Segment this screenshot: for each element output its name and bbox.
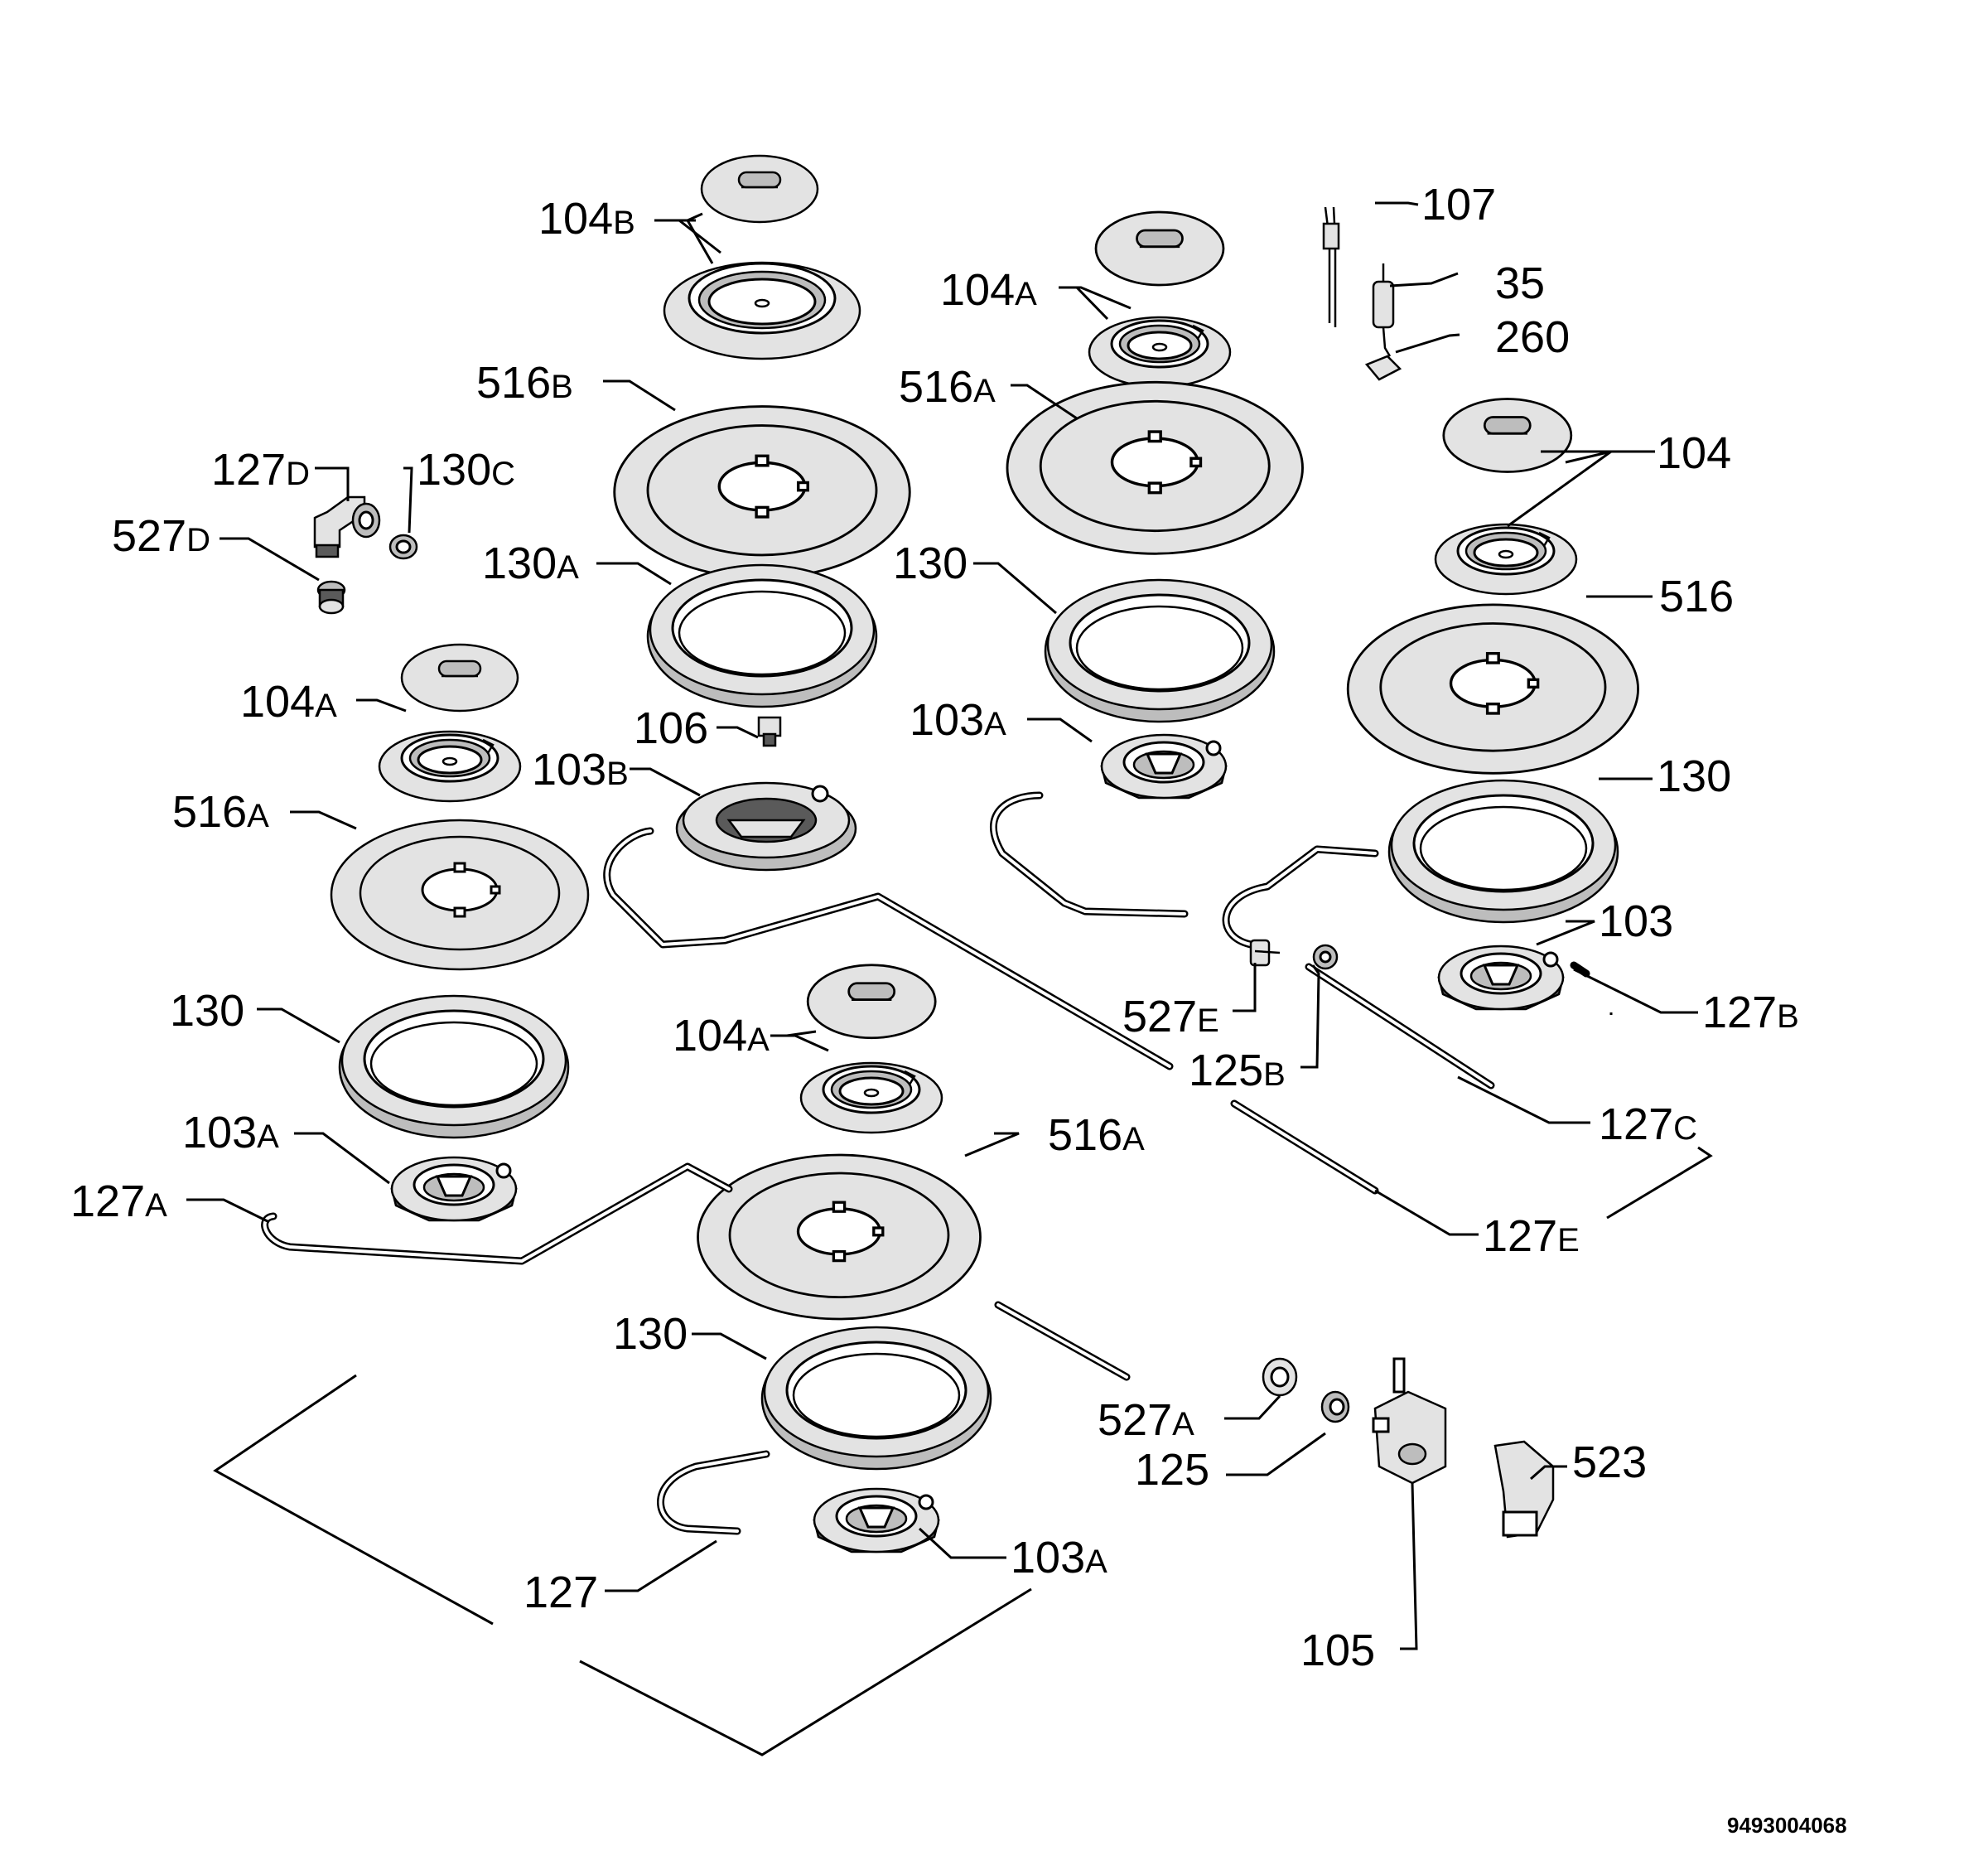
label-130-front: 130 xyxy=(613,1309,688,1359)
spillage-tray-516b xyxy=(613,404,911,580)
seal-ring-130a xyxy=(646,563,878,708)
label-105: 105 xyxy=(1300,1626,1375,1675)
gas-tube-127a xyxy=(261,1162,733,1265)
label-516a-top: 516A xyxy=(899,362,996,412)
label-130a: 130A xyxy=(482,539,579,588)
spillage-tray-516a-front xyxy=(696,1153,982,1321)
label-104a-front: 104A xyxy=(673,1011,770,1061)
label-523: 523 xyxy=(1572,1437,1647,1487)
label-125b: 125B xyxy=(1189,1046,1286,1095)
group-bracket-right xyxy=(1606,1146,1713,1220)
burner-body-103b xyxy=(675,781,857,872)
label-103a-front: 103A xyxy=(1011,1533,1107,1582)
label-527a: 527A xyxy=(1098,1395,1194,1445)
label-35: 35 xyxy=(1495,258,1545,308)
seal-ring-130-front xyxy=(760,1326,992,1471)
nut-527a xyxy=(1262,1357,1298,1397)
label-103b: 103B xyxy=(532,745,629,795)
gas-tube-127e xyxy=(603,827,1379,1195)
label-104a-left: 104A xyxy=(240,677,337,727)
gas-tube-127b xyxy=(989,791,1590,978)
burner-crown-104 xyxy=(1434,523,1578,596)
burner-body-103 xyxy=(1437,945,1565,1011)
burner-cap-104 xyxy=(1442,398,1573,473)
label-103a-mid: 103A xyxy=(910,695,1006,745)
leader-lines xyxy=(186,201,1698,1650)
label-527e: 527E xyxy=(1122,992,1219,1041)
burner-cap-left xyxy=(400,643,519,713)
spillage-tray-516 xyxy=(1346,603,1640,775)
fitting-527e xyxy=(1249,939,1281,967)
label-127e: 127E xyxy=(1483,1211,1580,1261)
label-104b: 104B xyxy=(538,194,635,244)
burner-body-103a-mid xyxy=(1100,733,1228,800)
thermocouple-107 xyxy=(1322,206,1340,327)
label-107: 107 xyxy=(1421,180,1496,230)
label-104: 104 xyxy=(1657,428,1731,478)
burner-cap-104b xyxy=(700,154,819,224)
label-130-right: 130 xyxy=(1657,751,1731,801)
label-516: 516 xyxy=(1659,572,1734,621)
spillage-tray-left xyxy=(330,819,590,971)
part-labels: 104B 104A 107 35 260 516B 516A 127D 130C… xyxy=(70,180,1847,1838)
label-106: 106 xyxy=(634,703,708,753)
label-127d: 127D xyxy=(211,445,310,495)
gas-tube-127c xyxy=(1305,963,1495,1090)
label-127b: 127B xyxy=(1702,988,1799,1037)
label-125: 125 xyxy=(1135,1445,1209,1495)
seal-ring-130-right xyxy=(1387,779,1619,924)
burner-body-103a-front xyxy=(813,1487,940,1553)
elbow-fitting-127d xyxy=(313,495,381,558)
label-130c: 130C xyxy=(417,445,515,495)
label-127: 127 xyxy=(524,1568,598,1617)
fitting-527d xyxy=(316,580,346,615)
burner-body-left xyxy=(390,1156,518,1222)
gas-tube-127 xyxy=(657,1450,770,1535)
label-130-left: 130 xyxy=(170,986,244,1036)
burner-cap-104a-front xyxy=(806,964,937,1040)
burner-crown-104a-top xyxy=(1088,316,1232,389)
label-104a-top: 104A xyxy=(940,265,1037,315)
jet-106 xyxy=(757,716,782,747)
clip-260 xyxy=(1364,355,1402,381)
spark-electrode-35 xyxy=(1372,263,1395,357)
burner-crown-left xyxy=(378,730,522,803)
gas-tube-front xyxy=(994,1301,1131,1381)
burner-cap-104a-top xyxy=(1094,210,1225,287)
nut-130c xyxy=(388,534,418,560)
label-103: 103 xyxy=(1599,896,1673,946)
seal-ring-left xyxy=(338,994,570,1139)
label-130-top: 130 xyxy=(893,539,967,588)
label-127a: 127A xyxy=(70,1176,167,1226)
burner-crown-104a-front xyxy=(799,1061,943,1134)
label-103a-left: 103A xyxy=(182,1108,279,1157)
spillage-tray-516a-top xyxy=(1006,380,1305,555)
label-516a-left: 516A xyxy=(172,787,269,837)
document-number: 9493004068 xyxy=(1727,1813,1847,1838)
label-527d: 527D xyxy=(112,511,210,561)
group-bracket-bottom xyxy=(213,1374,1032,1756)
burner-crown-104b xyxy=(663,261,861,360)
label-127c: 127C xyxy=(1599,1099,1697,1149)
clamp-523 xyxy=(1493,1440,1555,1539)
label-516a-front: 516A xyxy=(1048,1110,1145,1160)
label-260: 260 xyxy=(1495,312,1570,362)
label-516b: 516B xyxy=(476,358,573,408)
nut-125b xyxy=(1312,944,1339,970)
seal-ring-130-mid xyxy=(1044,578,1276,723)
fitting-125 xyxy=(1320,1390,1350,1423)
gas-tap-105 xyxy=(1372,1357,1447,1485)
